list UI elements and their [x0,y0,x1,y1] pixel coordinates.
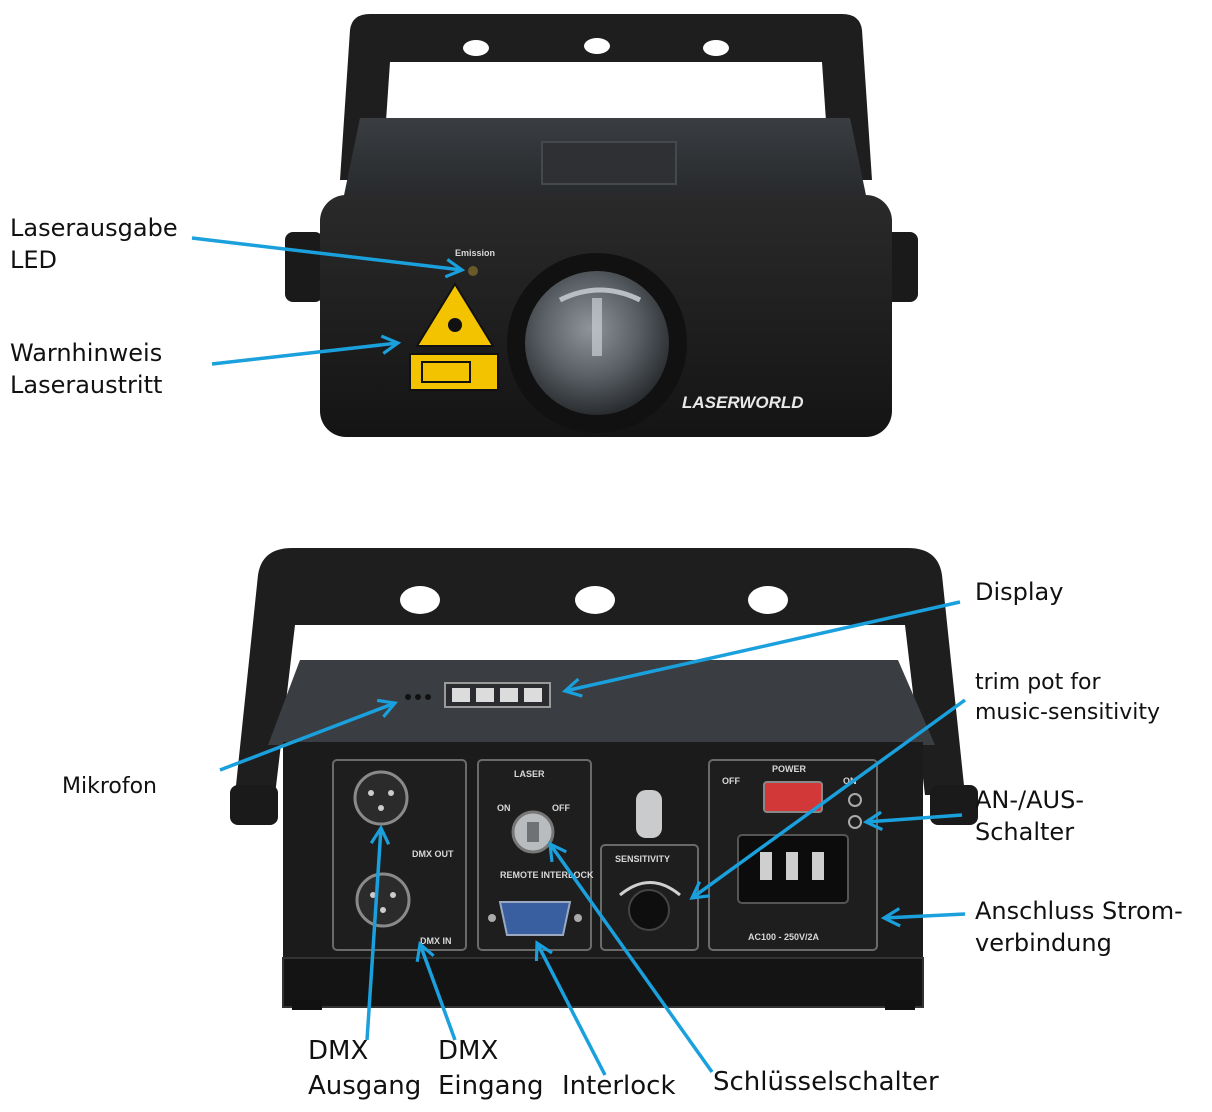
emission-text: Emission [455,248,495,258]
foot-left [292,1000,322,1010]
label-warning: Warnhinweis Laseraustritt [10,339,163,400]
power-text: POWER [772,764,807,774]
arrow-key-switch [548,841,714,1074]
dmx-in-text: DMX IN [420,936,452,946]
emission-led [468,266,478,276]
arrow-warning [211,334,402,366]
back-top-face [268,660,935,745]
back-unit: DMX OUT DMX IN LASER ON OFF REMOTE INTER… [230,548,978,1010]
dmx-out-connector [353,770,409,826]
label-key-switch: Schlüsselschalter [713,1067,939,1097]
remote-interlock-text: REMOTE INTERLOCK [500,870,594,880]
sensitivity-knob [628,889,670,931]
arrow-display [561,600,961,698]
side-knob-left [230,785,278,825]
label-display: Display [975,578,1064,606]
key-on-text: ON [497,803,511,813]
label-laser-output-led: Laserausgabe LED [10,214,178,275]
arrow-power-connection [880,907,966,928]
arrow-trim-pot [689,698,967,900]
laser-text: LASER [514,769,545,779]
brand-logo: LASERWORLD [682,393,804,412]
power-switch [763,781,823,813]
laser-sunburst-icon [448,318,462,332]
top-display-plate [541,141,677,185]
label-dmx-out: DMX Ausgang [308,1036,422,1102]
side-knob-right [930,785,978,825]
power-on-text: ON [843,776,857,786]
label-trim-pot: trim pot for music-sensitivity [975,670,1161,725]
bracket-hole [748,586,788,614]
label-power-connection: Anschluss Strom- verbindung [975,897,1183,958]
bracket-hole [575,586,615,614]
back-base-strip [282,957,924,1008]
fuse-holder [636,790,662,838]
arrow-interlock [534,940,607,1076]
dmx-in-connector [355,872,411,928]
label-microphone: Mikrofon [62,774,158,799]
interlock-connector [498,901,572,936]
dmx-out-text: DMX OUT [412,849,454,859]
power-off-text: OFF [722,776,740,786]
label-interlock: Interlock [562,1071,676,1101]
bracket-hole [400,586,440,614]
bracket-hole [703,40,729,56]
warning-triangle-icon [415,282,495,347]
side-knob-left [285,232,323,302]
bracket-hole [584,38,610,54]
label-on-off-switch: AN-/AUS- Schalter [975,786,1084,847]
key-off-text: OFF [552,803,570,813]
arrow-on-off [862,810,963,832]
bracket-hole [463,40,489,56]
rating-text: AC100 - 250V/2A [748,932,820,942]
microphone-hole [405,694,411,700]
sensitivity-text: SENSITIVITY [615,854,670,864]
arrow-laser-led [191,236,466,279]
arrow-microphone [219,698,399,772]
label-dmx-in: DMX Eingang [438,1036,544,1102]
foot-right [885,1000,915,1010]
lens-highlight [558,287,642,303]
arrow-dmx-out [365,824,391,1041]
lens-shine [592,298,602,356]
arrow-dmx-in [415,940,457,1041]
callout-arrows [191,236,967,1076]
front-unit: Emission LASERWORLD [285,14,918,437]
laser-aperture-label [409,353,499,391]
